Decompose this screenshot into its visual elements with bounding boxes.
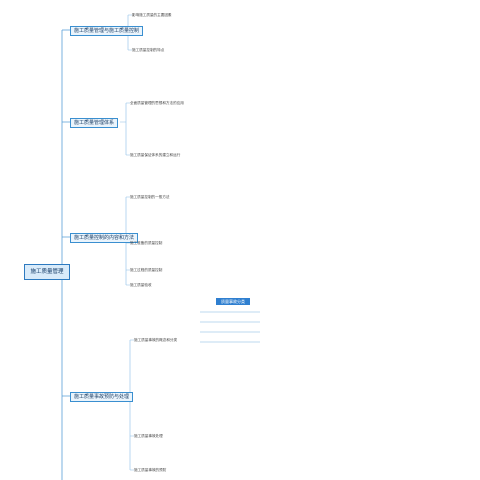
sub-node: 施工质量事故处理 — [134, 434, 163, 438]
sub-node: 施工准备的质量控制 — [130, 241, 163, 245]
branch-node-control-methods[interactable]: 施工质量控制的内容和方法 — [70, 233, 139, 243]
branch-node-accident-handling[interactable]: 施工质量事故预防与处理 — [70, 392, 134, 402]
sub-node: 施工质量控制的特点 — [132, 48, 165, 52]
sub-node: 施工质量验收 — [130, 283, 152, 287]
branch-node-quality-control[interactable]: 施工质量管理与施工质量控制 — [70, 26, 144, 36]
branch-node-quality-system[interactable]: 施工质量管理体系 — [70, 118, 119, 128]
sub-node: 全面质量管理的思想和方法的应用 — [130, 101, 184, 105]
sub-node: 施工质量控制的一般方法 — [130, 195, 170, 199]
sub-node: 施工质量事故的概念和分类 — [134, 338, 178, 342]
root-node[interactable]: 施工质量管理 — [24, 264, 70, 280]
sub-node: 施工质量事故的预防 — [134, 468, 167, 472]
sub-node: 施工质量保证体系的建立和运行 — [130, 153, 181, 157]
sub-node: 施工过程的质量控制 — [130, 268, 163, 272]
sub-node: 影响施工质量的主要因素 — [132, 13, 172, 17]
table-title: 质量事故分类 — [216, 298, 250, 305]
